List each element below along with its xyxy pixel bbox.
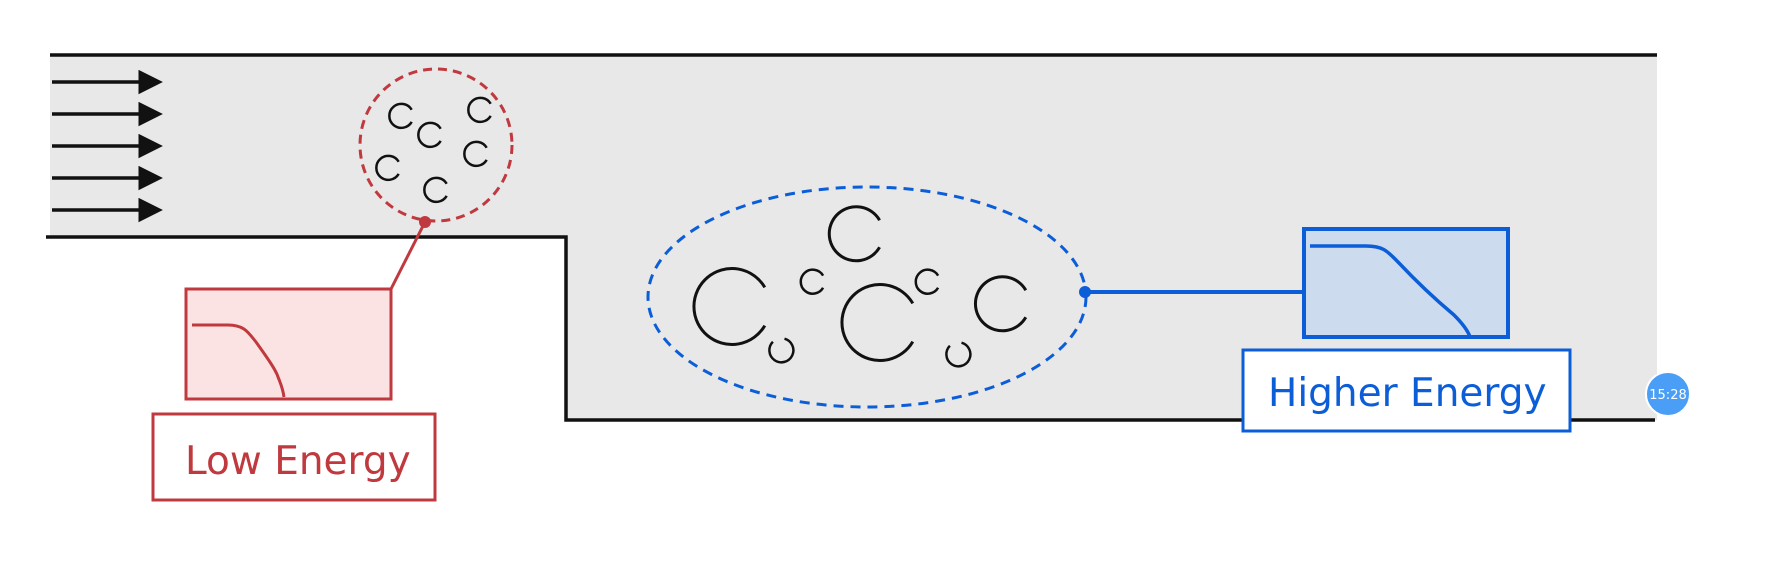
medium-eddy — [768, 337, 795, 364]
duct-step-wall — [46, 235, 1655, 422]
medium-eddy — [945, 341, 972, 368]
timer-badge[interactable]: 15:28 — [1645, 371, 1691, 417]
low-energy-label-box — [151, 412, 437, 502]
small-eddies-region — [358, 67, 514, 228]
small-eddy — [388, 102, 413, 130]
higher-energy-label-box — [1241, 348, 1572, 433]
small-eddies-boundary — [358, 67, 514, 223]
low-energy-leader-line — [389, 221, 427, 290]
small-eddy — [463, 140, 488, 168]
low-energy-spectrum-box — [184, 287, 393, 401]
large-eddies-region — [646, 185, 1091, 409]
duct-channel — [50, 55, 1657, 420]
large-eddy — [827, 205, 881, 263]
timer-text: 15:28 — [1649, 388, 1686, 403]
large-eddy — [974, 275, 1028, 333]
higher-energy-label: Higher Energy — [1268, 371, 1547, 416]
small-eddy — [375, 154, 400, 182]
low-energy-callout: Low Energy — [151, 221, 437, 502]
small-eddy — [423, 176, 448, 204]
medium-eddy — [914, 268, 940, 295]
inflow-arrows — [52, 69, 163, 223]
small-eddy — [417, 121, 442, 149]
higher-energy-callout: Higher Energy — [1085, 227, 1572, 433]
low-energy-label: Low Energy — [185, 439, 411, 484]
large-eddy — [692, 267, 767, 346]
low-energy-spectrum-curve — [192, 323, 286, 398]
higher-energy-spectrum-box — [1302, 227, 1510, 339]
small-eddy — [467, 96, 492, 124]
timer-badge-circle[interactable] — [1645, 371, 1691, 417]
medium-eddy — [799, 268, 825, 295]
large-eddy — [840, 283, 915, 362]
higher-energy-spectrum-curve — [1310, 244, 1472, 338]
